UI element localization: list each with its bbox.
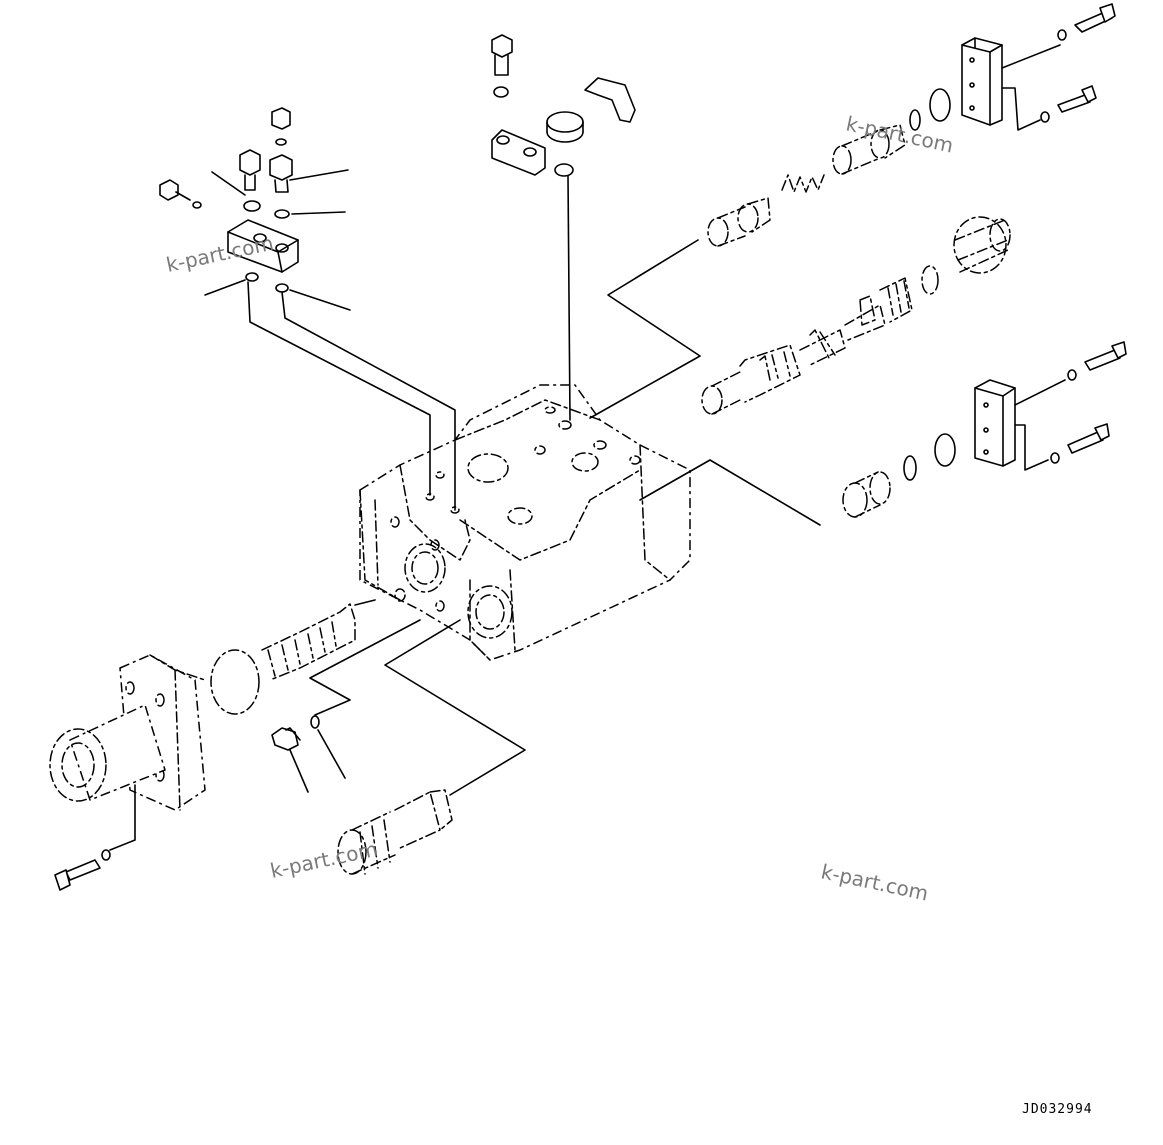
pilot-cover-assembly [159,107,456,511]
valve-body [359,384,691,661]
bottom-plug-assembly [271,619,526,875]
top-clamp-assembly [491,34,636,421]
lower-left-cover-assembly [49,599,376,891]
watermark-text: k-part.com [268,837,380,883]
watermark-text: k-part.com [164,231,276,277]
lower-right-spool-group [639,341,1127,526]
upper-right-spool-group [589,3,1116,419]
drawing-code: JD032994 [1022,1102,1093,1117]
watermark-text: k-part.com [819,859,931,905]
main-spool [701,216,1011,415]
watermark-text: k-part.com [844,111,956,157]
